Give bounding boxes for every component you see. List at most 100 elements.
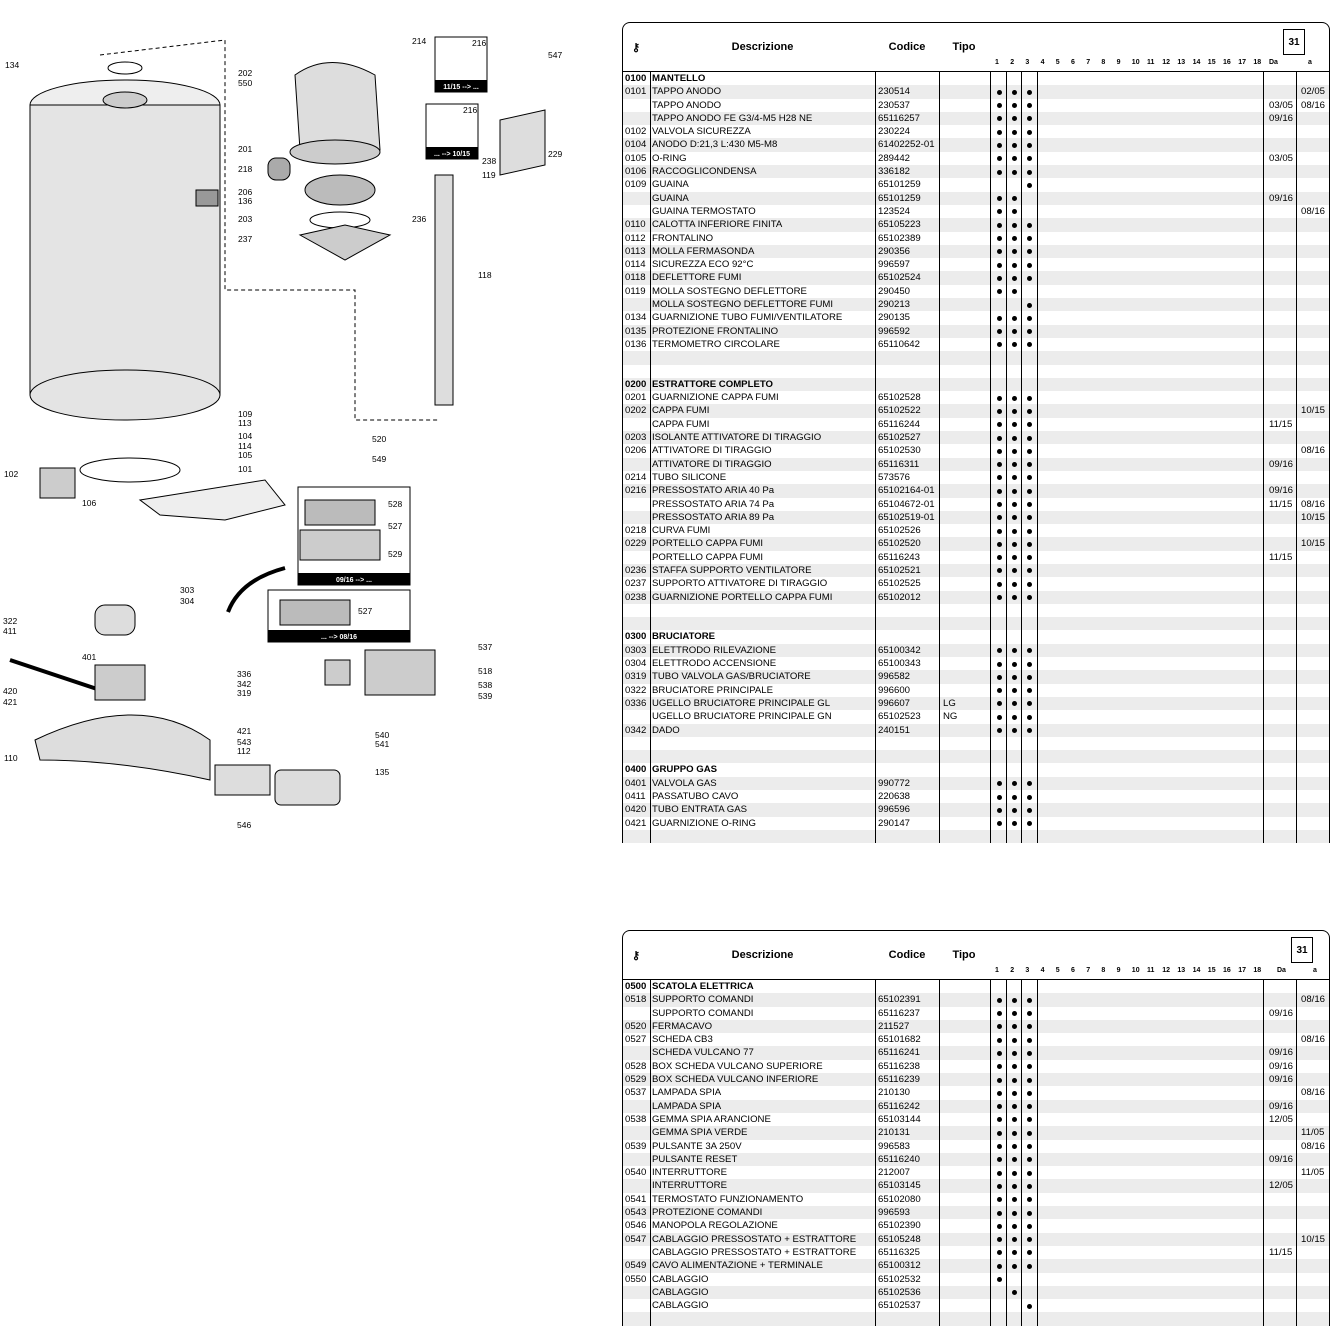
column-divider: [1037, 750, 1038, 764]
column-divider: [1263, 391, 1264, 405]
description-cell: PRESSOSTATO ARIA 89 Pa: [652, 511, 775, 523]
column-divider: [1296, 696, 1297, 711]
model-dot: [997, 821, 1002, 827]
model-dot: [1027, 728, 1032, 734]
column-divider: [1006, 577, 1007, 591]
code-cell: 65102080: [878, 1193, 921, 1205]
description-cell: MOLLA SOSTEGNO DEFLETTORE: [652, 285, 807, 297]
callout-label: 102: [4, 469, 18, 479]
model-dot: [1012, 1170, 1017, 1176]
code-cell: 65103145: [878, 1180, 921, 1192]
model-dot: [1027, 1157, 1032, 1163]
description-cell: BOX SCHEDA VULCANO SUPERIORE: [652, 1060, 823, 1072]
model-dot: [1027, 1064, 1032, 1070]
model-dot: [1012, 1130, 1017, 1136]
column-divider: [1263, 1139, 1264, 1153]
column-divider: [1037, 404, 1038, 418]
column-divider: [1263, 537, 1264, 551]
column-divider: [875, 1166, 876, 1180]
column-divider: [875, 497, 876, 511]
column-divider: [1037, 993, 1038, 1007]
column-divider: [650, 1259, 651, 1273]
model-dot: [997, 595, 1002, 601]
model-dot: [997, 1157, 1002, 1163]
column-divider: [990, 457, 991, 471]
column-divider: [990, 710, 991, 724]
to-date-cell: 11/05: [1301, 1167, 1325, 1179]
column-divider: [1263, 776, 1264, 791]
ref-cell: 0303: [625, 644, 647, 656]
column-divider: [1006, 1073, 1007, 1087]
model-dot: [1027, 395, 1032, 401]
column-divider: [1006, 696, 1007, 711]
column-divider: [1263, 643, 1264, 658]
model-dot: [1027, 528, 1032, 534]
model-dot: [1012, 89, 1017, 95]
model-dot: [1027, 408, 1032, 414]
column-divider: [1006, 750, 1007, 764]
column-divider: [1296, 364, 1297, 378]
description-cell: PORTELLO CAPPA FUMI: [652, 551, 764, 563]
column-divider: [1037, 1312, 1038, 1326]
column-divider: [1296, 683, 1297, 697]
column-divider: [1021, 457, 1022, 471]
model-dot: [997, 1277, 1002, 1283]
column-divider: [650, 1059, 651, 1074]
column-divider: [1296, 298, 1297, 312]
column-divider: [875, 1073, 876, 1087]
column-divider: [650, 1219, 651, 1233]
description-cell: GUARNIZIONE PORTELLO CAPPA FUMI: [652, 591, 833, 603]
column-divider: [875, 72, 876, 86]
col-number: 4: [1040, 59, 1045, 66]
column-divider: [1021, 125, 1022, 139]
description-cell: SCHEDA CB3: [652, 1034, 713, 1046]
column-divider: [1037, 816, 1038, 830]
column-divider: [1037, 590, 1038, 604]
column-divider: [1263, 244, 1264, 259]
code-cell: 65102521: [878, 564, 921, 576]
column-divider: [939, 1259, 940, 1273]
callout-label: 238: [482, 156, 496, 166]
column-divider: [1021, 1192, 1022, 1207]
column-divider: [1037, 776, 1038, 791]
column-divider: [1006, 736, 1007, 751]
column-divider: [1296, 1059, 1297, 1074]
callout-label: 538: [478, 680, 492, 690]
column-divider: [990, 72, 991, 86]
column-divider: [939, 337, 940, 352]
column-divider: [650, 577, 651, 591]
ref-cell: 0101: [625, 86, 647, 98]
model-dot: [1012, 821, 1017, 827]
description-cell: ESTRATTORE COMPLETO: [652, 378, 773, 390]
description-cell: PULSANTE 3A 250V: [652, 1140, 742, 1152]
column-divider: [1037, 630, 1038, 644]
code-cell: 65100312: [878, 1260, 921, 1272]
column-divider: [1296, 138, 1297, 152]
callout-label: 539: [478, 691, 492, 701]
description-cell: MANOPOLA REGOLAZIONE: [652, 1220, 778, 1232]
description-cell: ELETTRODO RILEVAZIONE: [652, 644, 777, 656]
column-divider: [650, 829, 651, 844]
model-dot: [1012, 1117, 1017, 1123]
ref-cell: 0229: [625, 538, 647, 550]
callout-label: 112: [237, 746, 251, 756]
column-divider: [1021, 497, 1022, 511]
column-divider: [1006, 524, 1007, 538]
col-number: 3: [1025, 967, 1030, 974]
model-dot: [1012, 515, 1017, 521]
code-cell: 65116311: [878, 458, 920, 470]
description-cell: STAFFA SUPPORTO VENTILATORE: [652, 564, 812, 576]
model-dot: [1027, 1011, 1032, 1017]
ref-cell: 0322: [625, 684, 647, 696]
description-cell: SUPPORTO COMANDI: [652, 1007, 754, 1019]
column-divider: [1263, 1073, 1264, 1087]
column-divider: [939, 603, 940, 618]
model-dot: [1027, 103, 1032, 109]
model-dot: [1027, 89, 1032, 95]
